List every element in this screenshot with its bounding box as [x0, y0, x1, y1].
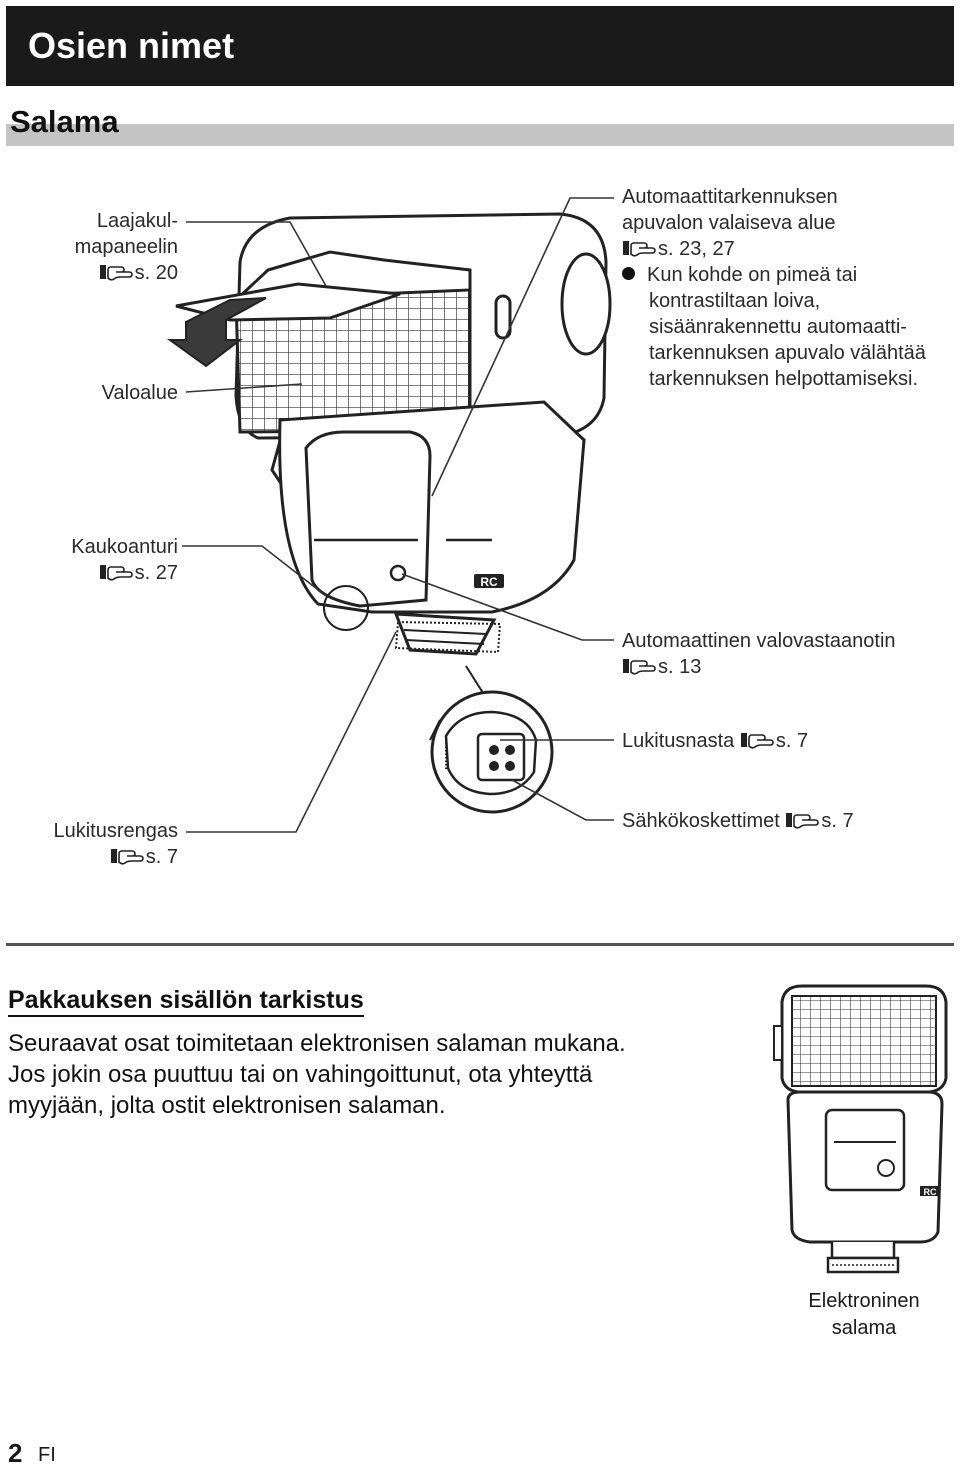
- label-af-illuminator: Automaattitarkennuksen apuvalon valaisev…: [622, 186, 926, 390]
- page-number: 2: [8, 1438, 23, 1468]
- page-reference-icon: [622, 656, 656, 676]
- af-illuminator-window: [560, 252, 612, 356]
- page-title: Osien nimet: [6, 6, 954, 86]
- arrow-down-icon: [166, 297, 267, 368]
- package-title: Pakkauksen sisällön tarkistus: [8, 985, 364, 1017]
- section-bar: [6, 124, 954, 146]
- page-language: FI: [38, 1444, 56, 1466]
- remote-sensor-marker: [323, 585, 369, 631]
- page-reference-icon: [99, 262, 133, 282]
- rc-badge: RC: [480, 575, 498, 589]
- package-text: Seuraavat osat toimitetaan elektronisen …: [8, 1030, 626, 1119]
- label-light-area: Valoalue: [101, 382, 178, 404]
- label-lock-ring: Lukitusrengas s. 7: [53, 820, 178, 868]
- package-caption: Elektroninen salama: [808, 1290, 920, 1339]
- page-reference-icon: [110, 846, 144, 866]
- page-reference-icon: [740, 730, 774, 750]
- leader-lines: [182, 197, 614, 833]
- page-reference-icon: [785, 810, 819, 830]
- page-reference-icon: [99, 562, 133, 582]
- section-divider: [6, 943, 954, 946]
- package-flash-illustration: RC: [773, 984, 948, 1274]
- page-reference-icon: [622, 238, 656, 258]
- label-lock-pin: Lukitusnasta s. 7: [622, 730, 809, 752]
- label-remote-sensor: Kaukoanturi s. 27: [71, 536, 178, 584]
- auto-light-sensor-icon: [389, 564, 407, 582]
- section-title: Salama: [10, 104, 119, 139]
- bullet-icon: [622, 267, 635, 280]
- flash-illustration: RC: [166, 197, 614, 833]
- label-contacts: Sähkökoskettimet s. 7: [622, 810, 854, 832]
- rc-badge-small: RC: [924, 1187, 937, 1197]
- label-wide-panel: Laajakul- mapaneelin s. 20: [74, 210, 178, 284]
- label-auto-light-sensor: Automaattinen valovastaanotin s. 13: [622, 630, 896, 678]
